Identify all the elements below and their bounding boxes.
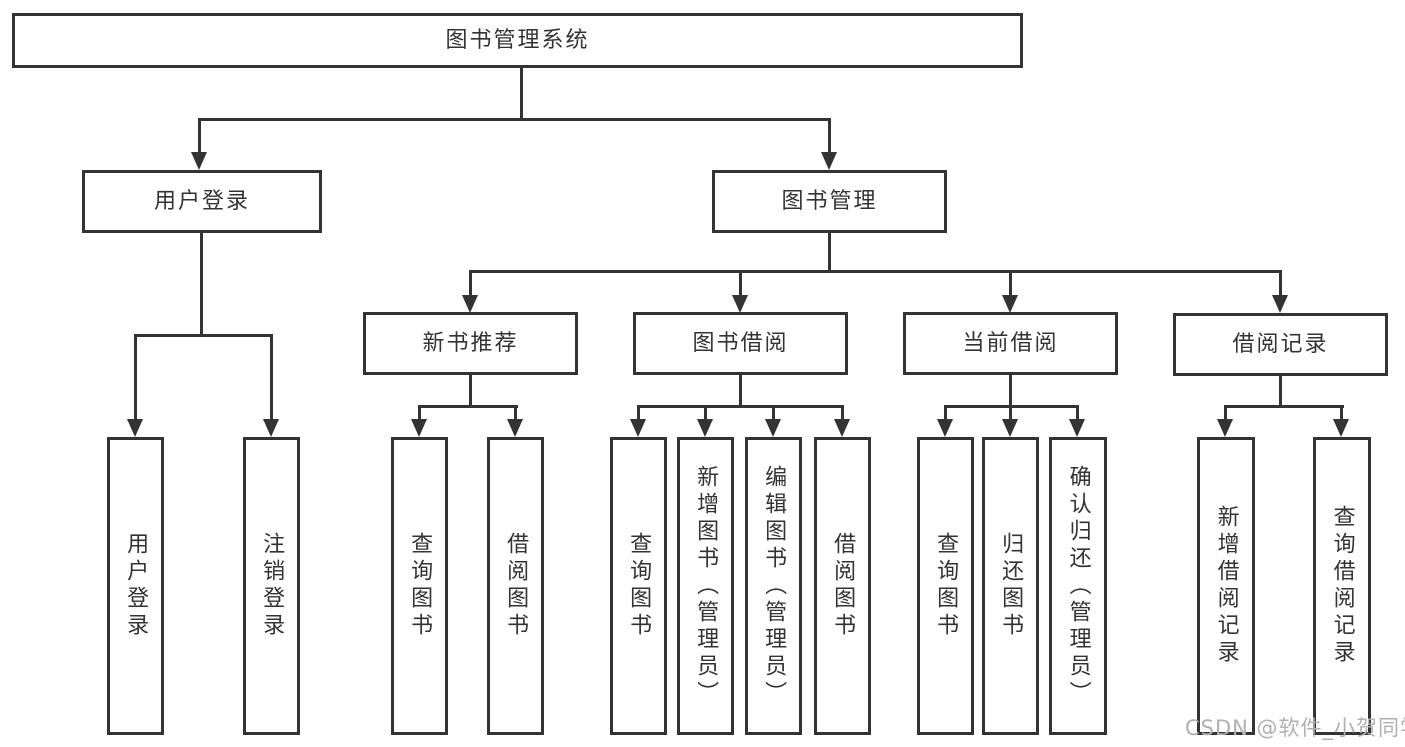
- connector-line: [1279, 270, 1282, 298]
- node-book-management: 图书管理: [712, 170, 947, 233]
- connector-line: [828, 118, 831, 154]
- arrowhead: [1069, 419, 1085, 437]
- arrowhead: [507, 419, 523, 437]
- connector-line: [841, 405, 844, 422]
- connector-line: [134, 334, 137, 422]
- leaf-records-add-record: 新增借阅记录: [1197, 437, 1255, 735]
- connector-line: [1340, 405, 1343, 422]
- connector-line: [944, 405, 947, 422]
- leaf-borrow-add-books-admin: 新增图书（管理员）: [677, 437, 734, 735]
- connector-line: [1009, 405, 1012, 422]
- connector-line: [772, 405, 775, 422]
- connector-line: [198, 118, 831, 121]
- arrowhead: [697, 419, 713, 437]
- node-book-borrow: 图书借阅: [633, 312, 848, 375]
- node-system-root: 图书管理系统: [12, 13, 1023, 68]
- connector-line: [739, 373, 742, 408]
- connector-line: [637, 405, 844, 408]
- connector-line: [134, 334, 273, 337]
- connector-line: [469, 373, 472, 408]
- arrowhead: [1002, 295, 1018, 313]
- connector-line: [1279, 376, 1282, 408]
- node-borrow-records: 借阅记录: [1173, 313, 1388, 376]
- connector-line: [704, 405, 707, 422]
- leaf-recommend-query-books: 查询图书: [391, 437, 448, 735]
- arrowhead: [765, 419, 781, 437]
- arrowhead: [732, 295, 748, 313]
- connector-line: [739, 270, 742, 298]
- connector-line: [637, 405, 640, 422]
- arrowhead: [630, 419, 646, 437]
- arrowhead: [1272, 295, 1288, 313]
- leaf-borrow-borrow-books: 借阅图书: [814, 437, 871, 735]
- connector-line: [1224, 405, 1227, 422]
- leaf-borrow-query-books: 查询图书: [610, 437, 667, 735]
- arrowhead: [127, 419, 143, 437]
- connector-line: [1009, 270, 1012, 298]
- connector-line: [200, 233, 203, 337]
- arrowhead: [1333, 419, 1349, 437]
- connector-line: [418, 405, 421, 422]
- connector-line: [1076, 405, 1079, 422]
- node-user-login: 用户登录: [82, 170, 322, 233]
- connector-line: [418, 405, 518, 408]
- node-new-book-recommend: 新书推荐: [363, 312, 578, 375]
- leaf-current-confirm-return-admin: 确认归还（管理员）: [1049, 437, 1107, 735]
- leaf-current-return-books: 归还图书: [982, 437, 1039, 735]
- leaf-current-query-books: 查询图书: [917, 437, 974, 735]
- arrowhead: [834, 419, 850, 437]
- connector-line: [520, 68, 523, 119]
- connector-line: [198, 118, 201, 154]
- connector-line: [828, 233, 831, 273]
- arrowhead: [937, 419, 953, 437]
- arrowhead: [1217, 419, 1233, 437]
- connector-line: [1009, 373, 1012, 408]
- leaf-recommend-borrow-books: 借阅图书: [487, 437, 544, 735]
- connector-line: [469, 270, 472, 298]
- arrowhead: [821, 152, 837, 170]
- connector-line: [514, 405, 517, 422]
- leaf-records-query-record: 查询借阅记录: [1313, 437, 1371, 735]
- leaf-user-login: 用户登录: [107, 437, 164, 735]
- connector-line: [270, 334, 273, 422]
- node-current-borrow: 当前借阅: [903, 312, 1118, 375]
- watermark-text: CSDN @软件_小贺同学: [1185, 716, 1405, 740]
- arrowhead: [263, 419, 279, 437]
- leaf-logout: 注销登录: [243, 437, 300, 735]
- connector-line: [1224, 405, 1344, 408]
- arrowhead: [411, 419, 427, 437]
- arrowhead: [191, 152, 207, 170]
- arrowhead: [462, 295, 478, 313]
- arrowhead: [1002, 419, 1018, 437]
- connector-line: [469, 270, 1282, 273]
- leaf-borrow-edit-books-admin: 编辑图书（管理员）: [745, 437, 802, 735]
